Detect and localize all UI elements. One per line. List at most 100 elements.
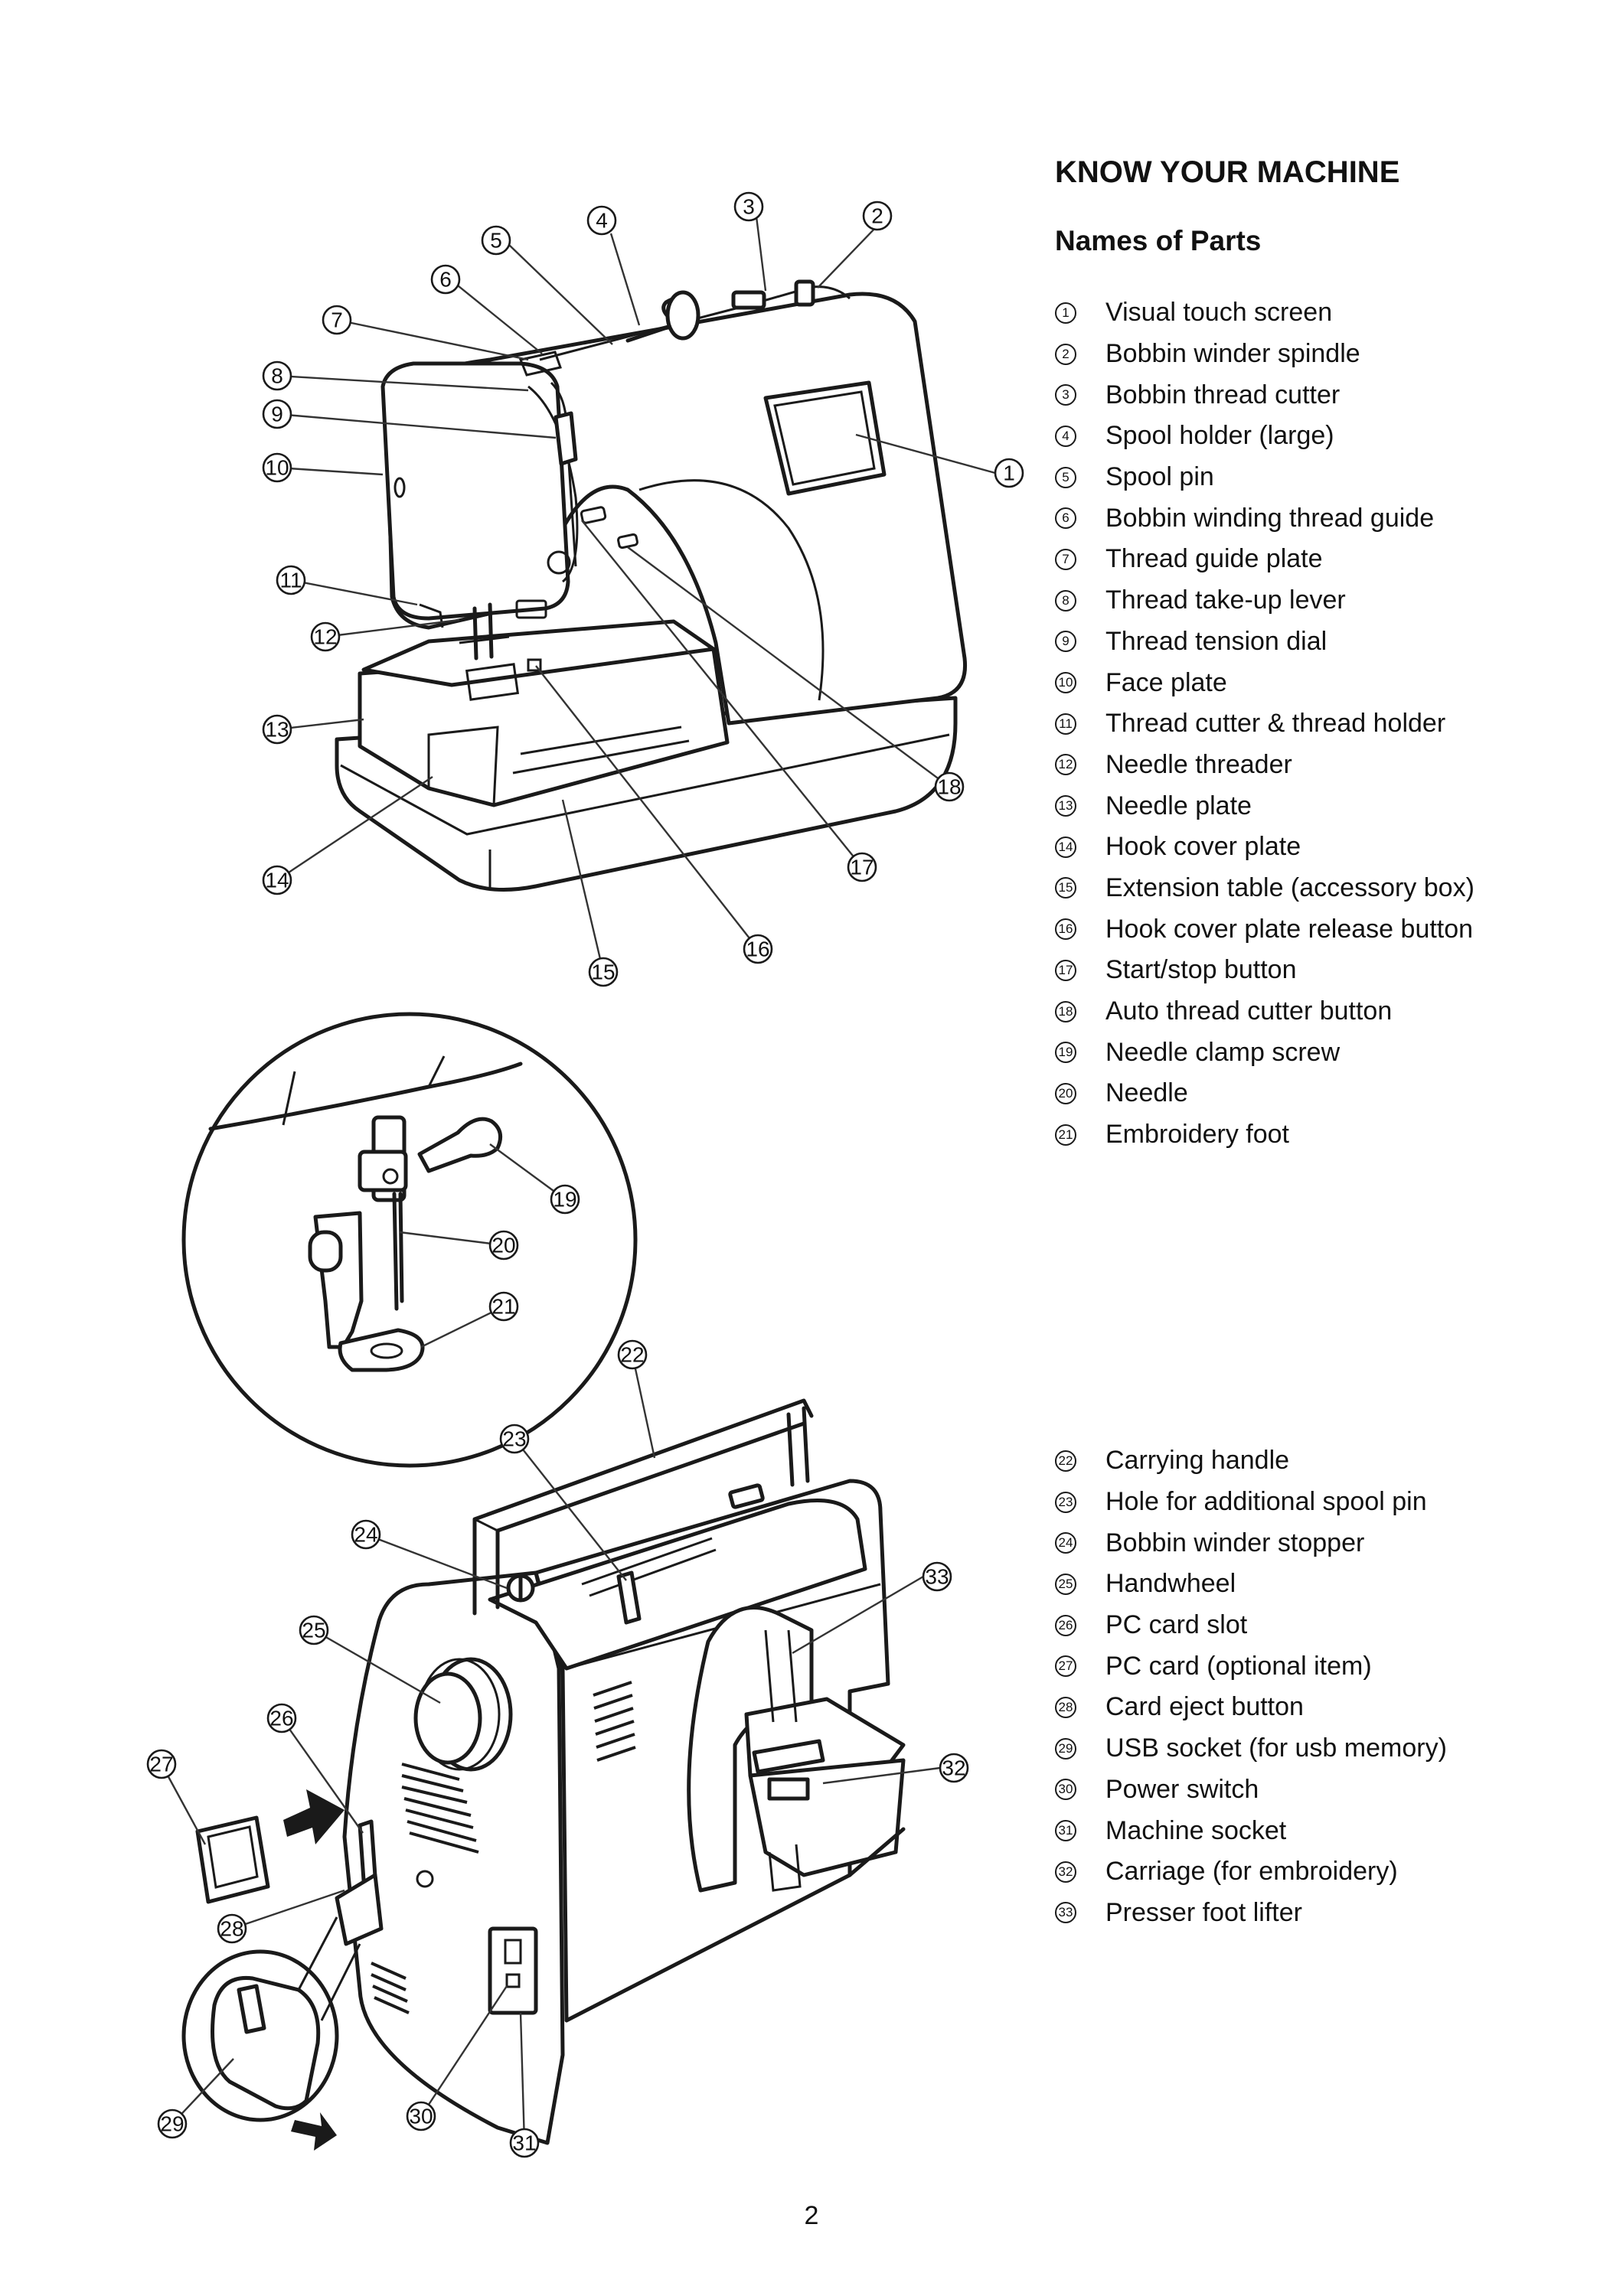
part-number: 12 <box>1055 754 1076 776</box>
part-label: Visual touch screen <box>1105 298 1333 328</box>
callout-26: 26 <box>266 1703 297 1733</box>
part-number: 30 <box>1055 1779 1076 1801</box>
svg-text:32: 32 <box>942 1756 965 1780</box>
svg-text:30: 30 <box>409 2105 433 2128</box>
part-number: 5 <box>1055 466 1076 488</box>
part-label: Thread take-up lever <box>1105 585 1346 615</box>
part-label: Bobbin winder spindle <box>1105 339 1360 369</box>
part-number: 13 <box>1055 795 1076 817</box>
callout-17: 17 <box>847 852 877 882</box>
svg-text:15: 15 <box>591 960 615 984</box>
part-number: 16 <box>1055 918 1076 941</box>
svg-text:8: 8 <box>271 364 283 388</box>
svg-text:33: 33 <box>925 1565 949 1589</box>
part-label: PC card (optional item) <box>1105 1651 1372 1681</box>
part-number: 25 <box>1055 1573 1076 1595</box>
part-label: Embroidery foot <box>1105 1120 1289 1150</box>
callout-22: 22 <box>617 1339 648 1370</box>
callout-16: 16 <box>743 934 773 964</box>
part-number: 6 <box>1055 507 1076 530</box>
svg-text:28: 28 <box>220 1917 243 1941</box>
part-number: 11 <box>1055 713 1076 735</box>
callout-13: 13 <box>262 714 292 745</box>
callout-8: 8 <box>262 360 292 391</box>
part-label: Presser foot lifter <box>1105 1897 1302 1927</box>
callout-29: 29 <box>157 2108 188 2139</box>
section-subtitle: Names of Parts <box>1055 225 1262 256</box>
part-item: 20 Needle <box>1055 1073 1474 1114</box>
callout-24: 24 <box>351 1519 381 1550</box>
callout-4: 4 <box>586 205 617 236</box>
part-number: 1 <box>1055 302 1076 324</box>
part-label: Hook cover plate <box>1105 832 1301 862</box>
part-label: Bobbin thread cutter <box>1105 380 1341 409</box>
svg-text:25: 25 <box>302 1619 325 1642</box>
part-label: Auto thread cutter button <box>1105 996 1393 1026</box>
part-number: 8 <box>1055 589 1076 612</box>
part-number: 18 <box>1055 1000 1076 1022</box>
part-label: Needle clamp screw <box>1105 1037 1341 1067</box>
callout-1: 1 <box>994 458 1024 488</box>
svg-text:9: 9 <box>271 403 283 426</box>
part-number: 4 <box>1055 425 1076 447</box>
part-label: Hole for additional spool pin <box>1105 1487 1427 1517</box>
page-number: 2 <box>804 2201 819 2230</box>
part-number: 10 <box>1055 672 1076 694</box>
svg-text:26: 26 <box>269 1707 293 1730</box>
svg-text:14: 14 <box>265 869 289 892</box>
part-label: Machine socket <box>1105 1815 1287 1845</box>
part-number: 26 <box>1055 1614 1076 1636</box>
callout-numbers: 1 2 3 4 5 6 7 8 9 10 11 12 13 14 15 16 1… <box>146 191 1024 2158</box>
needle-detail-illustration <box>181 1012 638 1468</box>
callout-27: 27 <box>146 1749 177 1779</box>
part-label: Spool pin <box>1105 462 1214 492</box>
part-label: Face plate <box>1105 667 1227 697</box>
part-number: 20 <box>1055 1082 1076 1104</box>
part-label: Carrying handle <box>1105 1446 1290 1476</box>
back-view-illustration <box>181 1398 906 2151</box>
callout-19: 19 <box>550 1184 580 1215</box>
part-label: Thread tension dial <box>1105 626 1327 656</box>
part-label: Needle <box>1105 1078 1188 1108</box>
part-item: 10 Face plate <box>1055 662 1474 703</box>
part-label: Spool holder (large) <box>1105 421 1334 451</box>
part-item: 12 Needle threader <box>1055 745 1474 786</box>
svg-text:5: 5 <box>490 229 502 253</box>
part-label: Bobbin winding thread guide <box>1105 503 1435 533</box>
svg-text:13: 13 <box>265 718 289 742</box>
part-label: Bobbin winder stopper <box>1105 1528 1365 1557</box>
callout-20: 20 <box>488 1230 519 1261</box>
part-label: Start/stop button <box>1105 955 1297 985</box>
part-number: 14 <box>1055 836 1076 858</box>
part-label: Needle threader <box>1105 749 1292 779</box>
callout-11: 11 <box>276 565 306 595</box>
part-number: 29 <box>1055 1737 1076 1760</box>
part-item: 31 Machine socket <box>1055 1810 1447 1851</box>
svg-text:22: 22 <box>620 1343 644 1367</box>
part-label: Carriage (for embroidery) <box>1105 1857 1398 1887</box>
front-view-illustration <box>335 279 968 892</box>
svg-text:29: 29 <box>160 2112 184 2136</box>
part-label: Power switch <box>1105 1774 1259 1804</box>
part-number: 32 <box>1055 1861 1076 1883</box>
svg-text:16: 16 <box>746 938 769 961</box>
svg-text:12: 12 <box>313 625 337 649</box>
svg-text:10: 10 <box>265 456 289 480</box>
svg-text:21: 21 <box>491 1295 515 1319</box>
part-number: 31 <box>1055 1820 1076 1842</box>
part-item: 4 Spool holder (large) <box>1055 416 1474 457</box>
